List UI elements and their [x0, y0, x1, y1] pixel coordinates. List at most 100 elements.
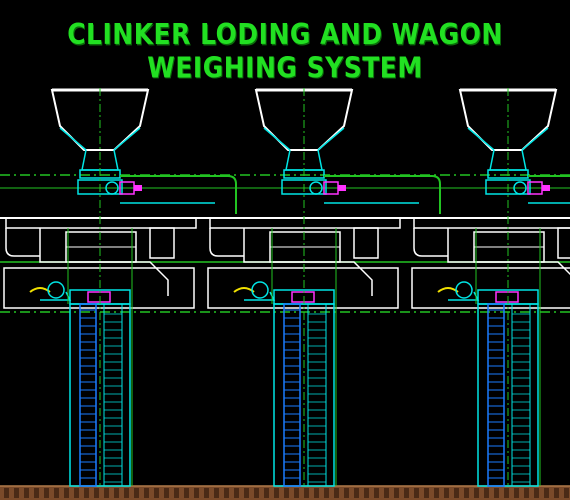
- lower-frame: [411, 267, 570, 309]
- rail-sleeper: [344, 488, 349, 498]
- rail-sleeper: [14, 488, 19, 498]
- rail-sleeper: [234, 488, 239, 498]
- rail-sleeper: [44, 488, 49, 498]
- rail-sleeper: [444, 488, 449, 498]
- shared-frame-lines: [0, 174, 570, 313]
- load-cell-frame: [557, 227, 570, 259]
- rail-sleeper: [324, 488, 329, 498]
- rail-sleeper: [264, 488, 269, 498]
- rail-sleeper: [504, 488, 509, 498]
- dust-duct: [120, 175, 237, 214]
- loading-unit-2: [207, 88, 441, 487]
- wagon-rail-track: [0, 485, 570, 500]
- rail-sleeper: [424, 488, 429, 498]
- rail-sleeper: [4, 488, 9, 498]
- left-bracket: [413, 228, 448, 257]
- left-bracket: [209, 228, 244, 257]
- rail-sleeper: [554, 488, 559, 498]
- rail-sleeper: [494, 488, 499, 498]
- hoist-hook: [437, 287, 459, 293]
- hopper-cone-lines: [467, 127, 549, 151]
- rail-sleeper: [564, 488, 569, 498]
- rail-sleeper: [524, 488, 529, 498]
- loading-unit-3: [411, 88, 570, 487]
- hoist-hook: [233, 287, 255, 293]
- rail-sleeper: [304, 488, 309, 498]
- lower-frame: [207, 267, 399, 309]
- rail-sleeper: [34, 488, 39, 498]
- gearbox-coupling: [338, 185, 346, 191]
- drawing-title: CLINKER LODING AND WAGON WEIGHING SYSTEM: [67, 17, 503, 85]
- rail-sleeper: [544, 488, 549, 498]
- rail-sleeper: [154, 488, 159, 498]
- rail-sleeper: [164, 488, 169, 498]
- rail-sleeper: [224, 488, 229, 498]
- rail-sleeper: [464, 488, 469, 498]
- rail-sleeper: [384, 488, 389, 498]
- rail-sleeper: [414, 488, 419, 498]
- hoist-hook: [29, 287, 51, 293]
- chute-housing: [243, 228, 373, 296]
- rail-sleeper: [334, 488, 339, 498]
- hoist-base: [448, 291, 480, 301]
- spout-drive: [291, 291, 315, 303]
- rail-sleeper: [434, 488, 439, 498]
- spout-guide: [307, 303, 327, 487]
- rail-sleeper: [374, 488, 379, 498]
- rail-sleeper: [364, 488, 369, 498]
- rail-sleeper: [24, 488, 29, 498]
- rail-sleeper: [254, 488, 259, 498]
- rail-sleeper: [484, 488, 489, 498]
- dust-duct: [324, 175, 441, 214]
- gearbox-coupling: [542, 185, 550, 191]
- rail-sleeper: [354, 488, 359, 498]
- hopper-cone-lines: [59, 127, 141, 151]
- rail-sleeper: [194, 488, 199, 498]
- rail-sleeper: [144, 488, 149, 498]
- feeder-motor: [513, 181, 527, 195]
- rail-sleeper: [134, 488, 139, 498]
- weigh-bridge-deck: [209, 217, 401, 229]
- rail-sleeper: [94, 488, 99, 498]
- rail-sleeper: [184, 488, 189, 498]
- rail-sleeper: [394, 488, 399, 498]
- rail-sleeper: [284, 488, 289, 498]
- rail-sleeper: [114, 488, 119, 498]
- gearbox-coupling: [134, 185, 142, 191]
- left-bracket: [5, 228, 40, 257]
- weigh-bridge-deck: [5, 217, 197, 229]
- rail-sleeper: [104, 488, 109, 498]
- load-cell-frame: [149, 227, 175, 259]
- rail-sleeper: [514, 488, 519, 498]
- lower-frame: [3, 267, 195, 309]
- spout-guide: [511, 303, 531, 487]
- rail-sleeper: [124, 488, 129, 498]
- rail-sleeper: [74, 488, 79, 498]
- feeder-motor: [105, 181, 119, 195]
- hoist-drum: [455, 281, 473, 299]
- feeder-motor: [309, 181, 323, 195]
- rail-sleeper: [54, 488, 59, 498]
- load-cell-frame: [353, 227, 379, 259]
- loading-spout-inner: [487, 303, 505, 487]
- hoist-drum: [251, 281, 269, 299]
- weigh-bridge-deck: [413, 217, 570, 229]
- hopper-cone-lines: [263, 127, 345, 151]
- loading-spout-inner: [283, 303, 301, 487]
- rail-sleeper: [534, 488, 539, 498]
- chute-housing: [39, 228, 169, 296]
- rail-sleeper: [174, 488, 179, 498]
- loading-spout-inner: [79, 303, 97, 487]
- hoist-base: [40, 291, 72, 301]
- rail-sleeper: [244, 488, 249, 498]
- rail-sleeper: [274, 488, 279, 498]
- chute-housing: [447, 228, 570, 276]
- loading-unit-1: [3, 88, 237, 487]
- rail-sleeper: [314, 488, 319, 498]
- spout-guide: [103, 303, 123, 487]
- hoist-base: [244, 291, 276, 301]
- rail-sleeper: [204, 488, 209, 498]
- rail-sleeper: [64, 488, 69, 498]
